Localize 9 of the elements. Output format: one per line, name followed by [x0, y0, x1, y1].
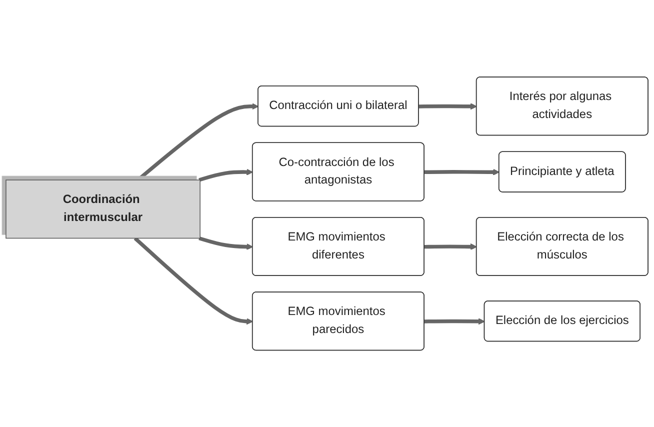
arrow [424, 243, 477, 250]
arrow [134, 236, 254, 325]
node-box: Coordinación intermuscular [6, 180, 200, 238]
arrow [424, 318, 485, 325]
arrow [418, 103, 477, 110]
arrow [136, 103, 259, 182]
arrow [198, 168, 254, 182]
arrow [198, 236, 254, 250]
arrow [424, 168, 500, 176]
